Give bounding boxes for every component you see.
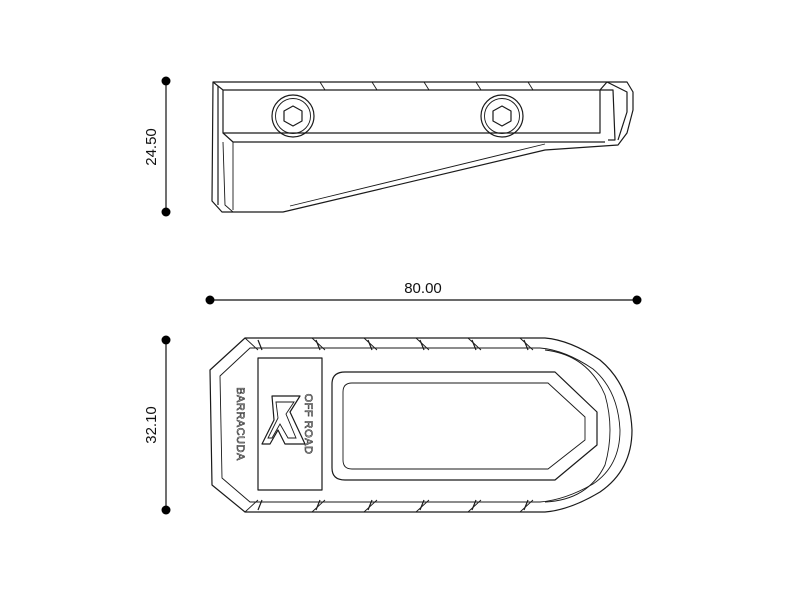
bolt-head-icon xyxy=(480,94,524,138)
dimension-height: 24.50 xyxy=(143,76,171,217)
dimension-width: 32.10 xyxy=(143,335,171,515)
brand-name: BARRACUDA xyxy=(234,387,246,461)
top-view: BARRACUDA OFF ROAD xyxy=(209,337,633,513)
dimension-height-label: 24.50 xyxy=(143,128,160,166)
sub-brand-label: OFF ROAD xyxy=(302,393,315,455)
brand-logo-icon xyxy=(261,395,306,445)
dimension-width-label: 32.10 xyxy=(143,406,160,444)
dimension-length: 80.00 xyxy=(205,280,642,305)
side-view xyxy=(211,81,634,213)
sub-brand: OFF ROAD xyxy=(302,394,314,455)
dimension-length-label: 80.00 xyxy=(404,280,442,297)
bolt-head-icon xyxy=(271,94,315,138)
brand-label: BARRACUDA xyxy=(234,387,247,461)
